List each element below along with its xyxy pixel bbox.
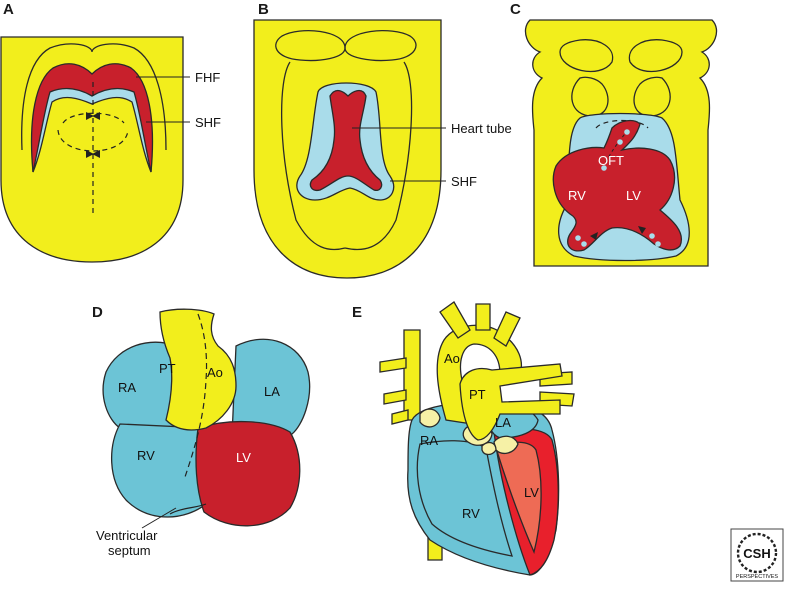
lv-label-d: LV	[236, 450, 251, 465]
logo-sub-text: PERSPECTIVES	[736, 574, 779, 580]
body-outline-right-b	[344, 61, 413, 251]
pharyngeal-right-c	[633, 76, 671, 117]
left-ventricle-d	[195, 420, 301, 527]
pharyngeal-left-c	[571, 76, 609, 117]
rv-label-d: RV	[137, 448, 155, 463]
head-fold-left-b	[275, 30, 346, 62]
dashed-arch-c	[595, 119, 649, 129]
head-lobe-left-c	[559, 39, 614, 73]
la-label-e: LA	[495, 415, 511, 430]
valve-small-e	[481, 441, 497, 456]
vena-cava-e	[403, 329, 421, 421]
arrowhead-a4	[92, 150, 100, 158]
septum-label-line2-d: septum	[108, 543, 151, 558]
panel-a-label: A	[3, 1, 14, 18]
head-fold-right-b	[344, 30, 417, 62]
embryo-disc-a	[0, 36, 184, 263]
valve-mitral-e	[493, 435, 519, 455]
pt-label-d: PT	[159, 361, 176, 376]
head-fold-outline-a	[21, 43, 167, 151]
lv-label-e: LV	[524, 485, 539, 500]
right-ventricle-d	[111, 423, 207, 518]
oft-dot-2	[617, 139, 623, 145]
arrowhead-a2	[92, 112, 100, 120]
aortic-branch-2-e	[475, 303, 491, 331]
pulmonary-vein-3-e	[391, 409, 409, 425]
arrowhead-a1	[86, 112, 94, 120]
valve-left-e	[419, 408, 441, 428]
inflow-dot-left-1	[575, 235, 581, 241]
heart-tube-label-b: Heart tube	[451, 121, 512, 136]
inflow-arrow-left-c	[590, 232, 598, 240]
lv-label-c: LV	[626, 188, 641, 203]
panel-a: A FHF SHF	[0, 1, 221, 263]
pulmonary-vein-2-e	[383, 389, 407, 405]
pulmonary-trunk-e	[459, 363, 563, 441]
aortic-branch-3-e	[493, 311, 521, 347]
ao-label-e: Ao	[444, 351, 460, 366]
head-lobe-right-c	[628, 39, 683, 73]
oft-label-c: OFT	[598, 153, 624, 168]
panel-d-label: D	[92, 304, 103, 321]
inflow-arrow-right-c	[638, 226, 646, 234]
panel-c: C OFT RV LV	[510, 1, 718, 267]
heart-tube-b	[309, 89, 383, 192]
panel-c-label: C	[510, 1, 521, 18]
oft-dot-3	[601, 165, 607, 171]
migration-arrow-upper-a	[62, 112, 125, 124]
pt-ao-divider-d	[183, 313, 208, 481]
ao-label-d: Ao	[207, 365, 223, 380]
panel-b-label: B	[258, 1, 269, 18]
septum-arc-d	[169, 503, 207, 515]
panel-b: B Heart tube SHF	[253, 1, 512, 279]
right-atrium-d	[102, 341, 177, 431]
logo-main-text: CSH	[743, 546, 770, 561]
ventricles-c	[552, 119, 683, 252]
shf-label-b: SHF	[451, 174, 477, 189]
fhf-crescent-a	[30, 63, 154, 173]
panel-d: D PT Ao RA LA RV LV Ventricular septum	[92, 304, 311, 558]
oft-dot-1	[624, 129, 630, 135]
fhf-label-a: FHF	[195, 70, 220, 85]
septum-label-line1-d: Ventricular	[96, 528, 158, 543]
logo-frame	[730, 528, 784, 582]
panel-e: E Ao PT RA LA RV	[352, 301, 575, 576]
shf-label-a: SHF	[195, 115, 221, 130]
septum-leader-d	[141, 507, 177, 529]
logo-ring	[736, 532, 778, 574]
rv-label-c: RV	[568, 188, 586, 203]
arrowhead-a3	[86, 150, 94, 158]
inflow-dot-right-2	[655, 241, 661, 247]
ra-label-d: RA	[118, 380, 136, 395]
great-arteries-d	[159, 308, 237, 431]
aortic-branch-1-e	[439, 301, 471, 339]
panel-e-label: E	[352, 304, 362, 321]
rv-label-e: RV	[462, 506, 480, 521]
pulmonary-vein-1-e	[379, 357, 407, 373]
la-label-d: LA	[264, 384, 280, 399]
inflow-dot-right-1	[649, 233, 655, 239]
body-outline-left-b	[280, 61, 346, 251]
inflow-dot-left-2	[581, 241, 587, 247]
ra-label-e: RA	[420, 433, 438, 448]
csh-perspectives-logo: CSH PERSPECTIVES	[730, 528, 784, 582]
left-atrium-d	[231, 338, 311, 437]
lv-chamber-e	[495, 441, 542, 555]
oft-arrow-c	[605, 129, 629, 163]
pt-label-e: PT	[469, 387, 486, 402]
